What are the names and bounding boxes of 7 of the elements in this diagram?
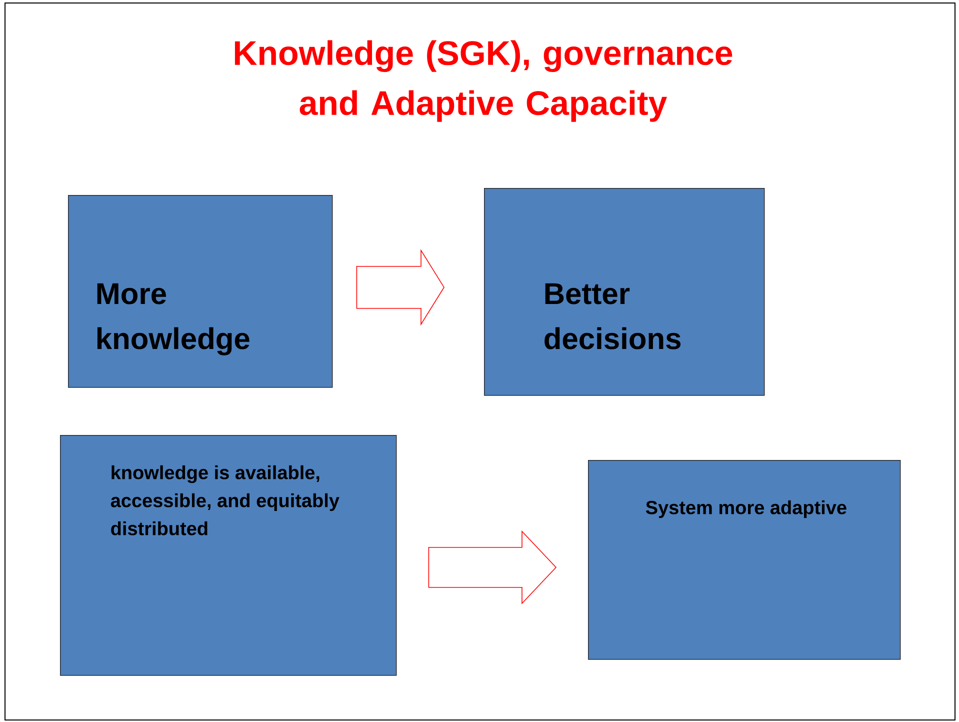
text-box: More knowledge — [68, 195, 333, 388]
title: Knowledge (SGK), governance and Adaptive Capacity — [234, 40, 732, 122]
block-arrow — [428, 530, 557, 604]
text-box: Better decisions — [484, 188, 765, 396]
text-box: System more adaptive — [588, 460, 901, 660]
block-arrow — [356, 248, 444, 326]
text-box: knowledge is available, accessible, and equitably distributed — [60, 435, 397, 676]
